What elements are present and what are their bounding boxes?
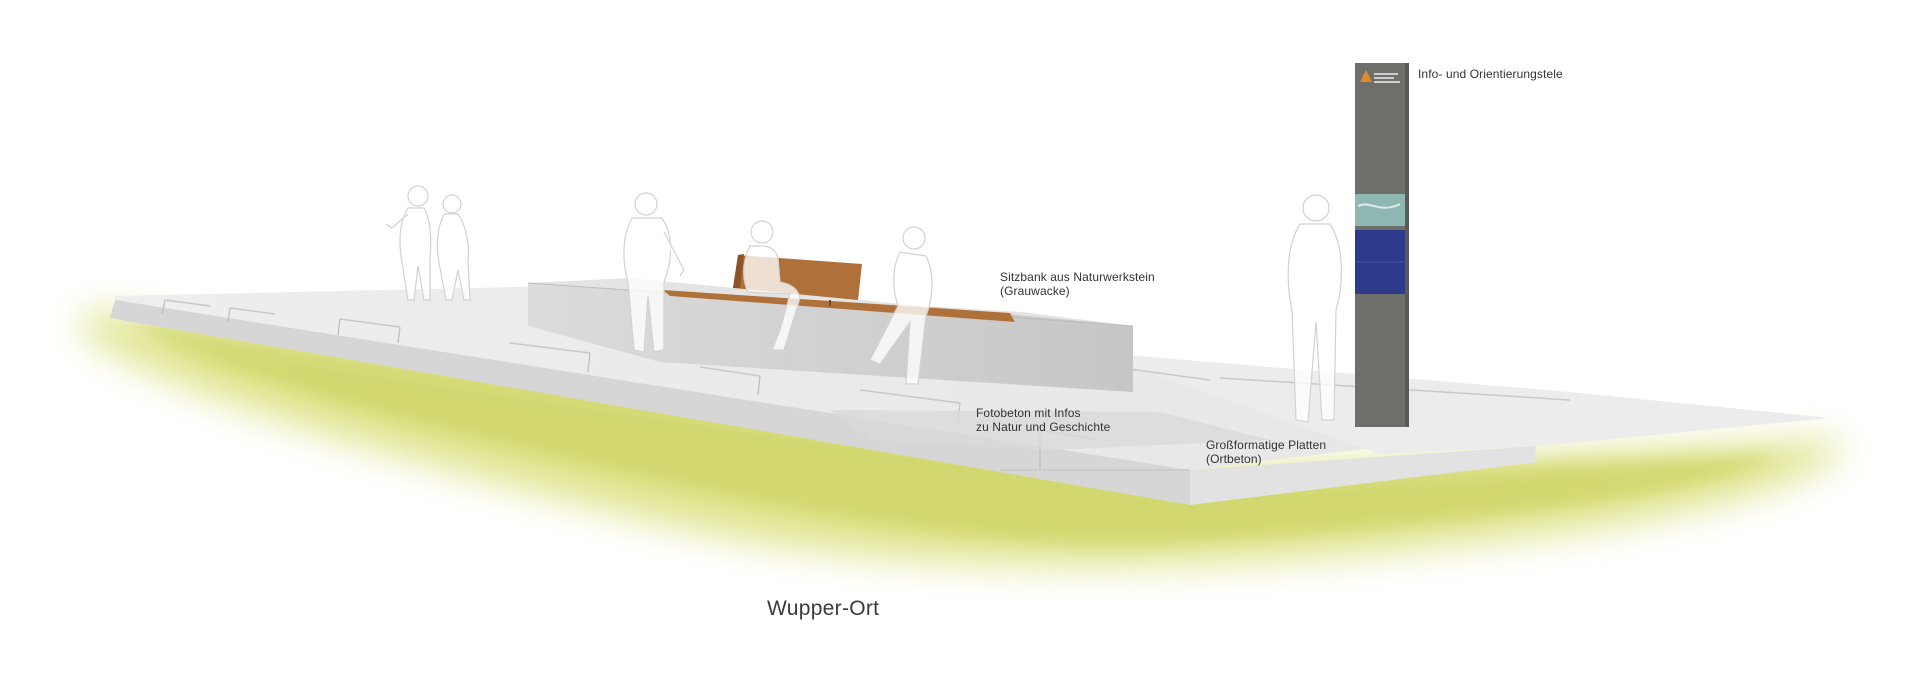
person-walking-couple	[385, 185, 471, 301]
stele-map	[1355, 194, 1405, 226]
slabs-label: Großformatige Platten (Ortbeton)	[1206, 438, 1327, 466]
info-stele	[1355, 63, 1409, 427]
person-standing	[623, 192, 685, 353]
person-walking	[869, 226, 933, 385]
person-sitting	[743, 220, 801, 351]
person-near-stele	[1287, 194, 1342, 423]
caption-title: Wupper-Ort	[767, 597, 880, 620]
photo-concrete-panel	[830, 410, 1270, 450]
people-silhouettes	[385, 185, 1342, 423]
bench-label: Sitzbank aus Naturwerkstein (Grauwacke)	[1000, 270, 1155, 298]
paved-path	[110, 286, 1830, 505]
stele-label: Info- und Orientierungstele	[1418, 67, 1563, 81]
photo-concrete-label: Fotobeton mit Infos zu Natur und Geschic…	[976, 406, 1111, 434]
